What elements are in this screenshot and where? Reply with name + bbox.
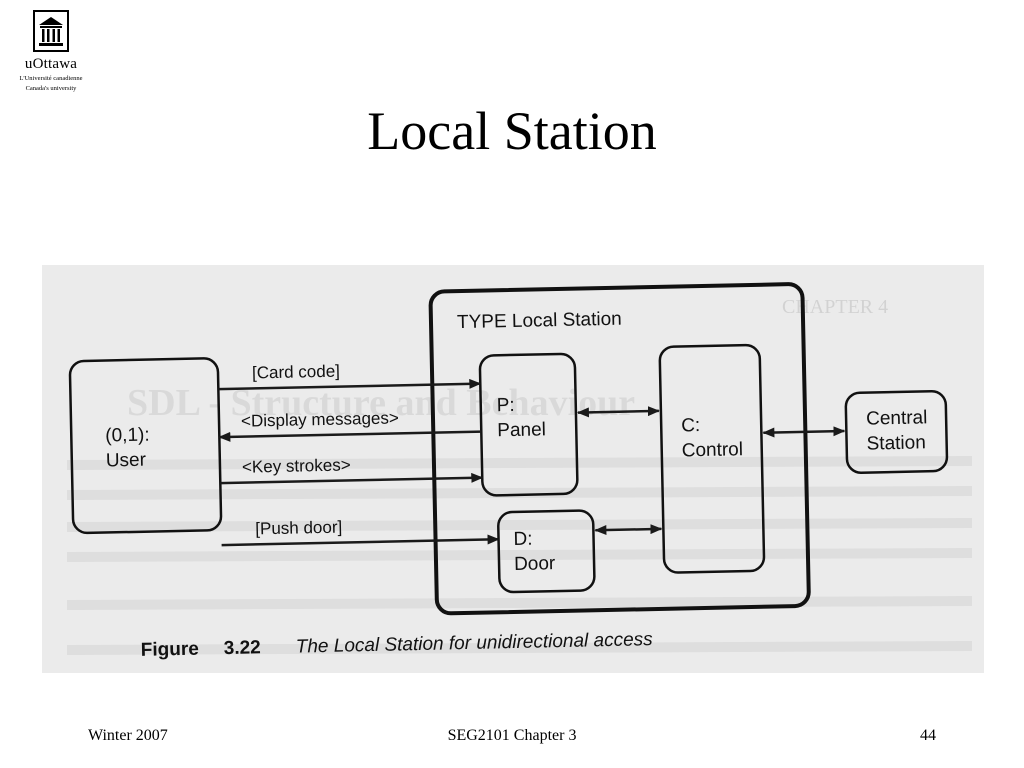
control-line2: Control — [682, 439, 744, 461]
footer-page-number: 44 — [920, 727, 936, 744]
caption-figure-word: Figure — [141, 639, 199, 661]
panel-line2: Panel — [497, 419, 546, 441]
local-station-type-box — [428, 282, 811, 616]
caption-figure-number: 3.22 — [224, 637, 261, 659]
door-process — [497, 509, 596, 594]
footer-date: Winter 2007 — [88, 727, 168, 744]
bleed-heading: SDL - Structure and Behaviour — [127, 382, 635, 424]
type-label: TYPE Local Station — [457, 309, 622, 333]
signal-label-display-messages: <Display messages> — [241, 408, 399, 430]
logo-tagline-english: Canada's university — [25, 85, 77, 92]
signal-arrow-card-code — [218, 378, 482, 391]
central-line1: Central — [866, 407, 928, 429]
central-line2: Station — [866, 432, 926, 454]
panel-line1: P: — [497, 395, 515, 416]
panel-process — [478, 352, 579, 497]
building-icon — [33, 10, 69, 52]
signal-arrow-key-strokes — [220, 472, 484, 485]
user-line2: User — [106, 450, 147, 472]
signal-arrow-display-messages — [218, 430, 482, 442]
signal-label-push-door: [Push door] — [255, 518, 342, 539]
university-logo: uOttawa L'Université canadienne Canada's… — [8, 10, 94, 93]
door-line2: Door — [514, 553, 556, 575]
scan-background — [42, 265, 984, 673]
user-block — [68, 357, 223, 535]
door-line1: D: — [513, 529, 532, 550]
connection-panel-control — [576, 406, 660, 418]
signal-label-card-code: [Card code] — [252, 362, 340, 383]
footer-course: SEG2101 Chapter 3 — [447, 727, 577, 744]
bleed-chapter: CHAPTER 4 — [782, 296, 888, 318]
slide-title: Local Station — [367, 101, 657, 161]
connection-control-central — [762, 426, 846, 438]
signal-label-key-strokes: <Key strokes> — [242, 455, 351, 476]
control-line1: C: — [681, 415, 700, 436]
logo-tagline-french: L'Université canadienne — [19, 75, 83, 82]
user-line1: (0,1): — [105, 425, 150, 447]
logo-name: uOttawa — [24, 56, 78, 72]
control-process — [658, 343, 766, 574]
bleed-lines — [66, 456, 973, 655]
central-station-block — [844, 389, 949, 474]
signal-arrow-push-door — [221, 534, 500, 547]
connection-door-control — [594, 524, 663, 536]
scanned-figure: SDL - Structure and Behaviour CHAPTER 4 … — [42, 265, 984, 673]
